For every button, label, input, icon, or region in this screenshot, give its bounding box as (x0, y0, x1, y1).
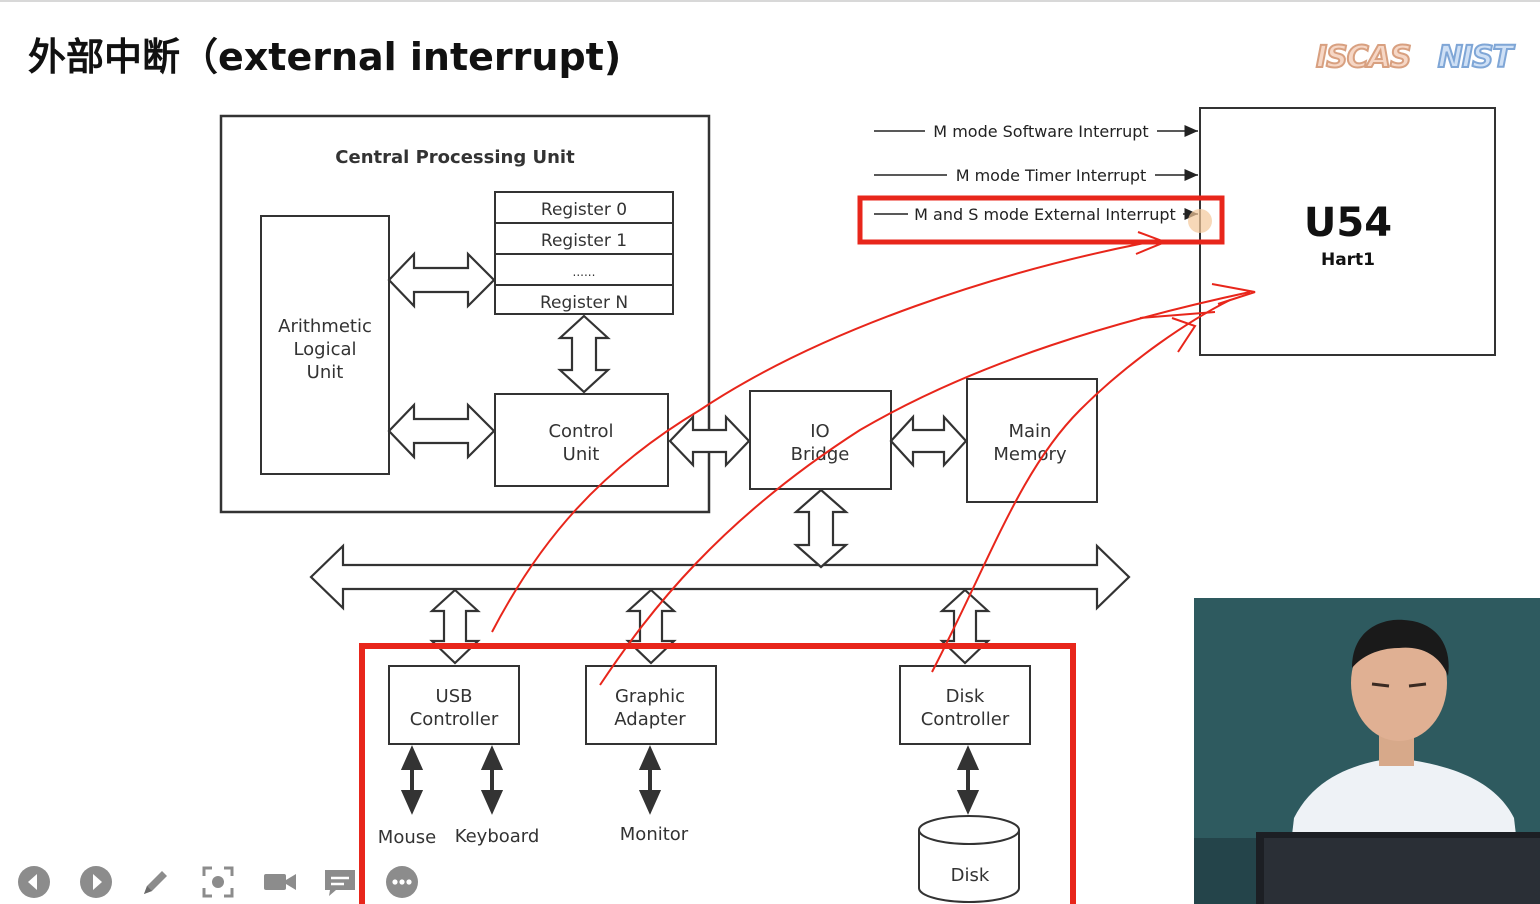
graphic-interrupt-stroke (599, 291, 1251, 686)
cpu-title: Central Processing Unit (335, 147, 575, 168)
register-n-label: Register N (540, 293, 628, 313)
presenter-video (1194, 598, 1540, 904)
slide-title: 外部中断（external interrupt) (28, 35, 622, 79)
alu-label-2: Logical (293, 339, 356, 360)
disk-cylinder (918, 815, 1020, 903)
alu-box (260, 215, 390, 475)
disk-controller-label-2: Controller (921, 709, 1010, 730)
pen-icon[interactable] (138, 864, 174, 900)
graphic-adapter-label-2: Adapter (614, 709, 686, 730)
main-memory-label-2: Memory (993, 444, 1067, 465)
keyboard-label: Keyboard (455, 826, 540, 847)
usb-controller-label-1: USB (436, 686, 473, 707)
main-memory-label-1: Main (1009, 421, 1052, 442)
more-icon[interactable] (384, 864, 420, 900)
usb-controller-label-2: Controller (410, 709, 499, 730)
alu-control-arrow (387, 402, 496, 460)
logo-area: ISCAS NIST (1315, 39, 1514, 76)
disk-interrupt-stroke (931, 299, 1231, 673)
bus-disk-arrow (939, 588, 991, 665)
iobridge-bus-arrow (793, 488, 849, 569)
usb-controller-box (388, 665, 520, 745)
u54-core-box (1199, 107, 1496, 356)
alu-label-3: Unit (307, 362, 344, 383)
control-iobridge-arrow (668, 414, 751, 468)
comment-icon[interactable] (322, 864, 358, 900)
top-border (0, 0, 1540, 2)
graphic-adapter-label-1: Graphic (615, 686, 685, 707)
control-unit-label-1: Control (548, 421, 613, 442)
graphic-adapter-box (585, 665, 717, 745)
register-control-arrow (557, 314, 611, 394)
disk-label: Disk (951, 865, 990, 886)
camera-icon[interactable] (262, 864, 298, 900)
bus-usb-arrow (429, 588, 481, 665)
system-bus-arrow (309, 543, 1131, 611)
register-ellipsis-label: ...... (573, 265, 596, 279)
core-name: U54 (1304, 200, 1392, 246)
external-interrupt-label: M and S mode External Interrupt (914, 205, 1176, 224)
io-bridge-label-1: IO (810, 421, 829, 442)
external-interrupt-highlight-box (857, 195, 1225, 245)
iscas-logo: ISCAS (1315, 39, 1413, 76)
iobridge-memory-arrow (889, 414, 968, 468)
cpu-box (219, 114, 711, 514)
previous-icon[interactable] (16, 864, 52, 900)
peripherals-highlight-box (359, 643, 1076, 904)
next-icon[interactable] (78, 864, 114, 900)
alu-label-1: Arithmetic (278, 316, 372, 337)
register-1-label: Register 1 (541, 231, 627, 251)
software-interrupt-label: M mode Software Interrupt (933, 122, 1148, 141)
register-0-label: Register 0 (541, 200, 627, 220)
disk-controller-box (899, 665, 1031, 745)
usb-interrupt-stroke (491, 239, 1161, 633)
bus-graphic-arrow (625, 588, 677, 665)
presenter-image (1194, 598, 1540, 904)
handwritten-annotations (359, 195, 1256, 904)
timer-interrupt-label: M mode Timer Interrupt (956, 166, 1147, 185)
cursor-highlight (1188, 209, 1212, 233)
control-unit-label-2: Unit (563, 444, 600, 465)
hart-label: Hart1 (1321, 250, 1375, 270)
nist-logo: NIST (1437, 39, 1514, 76)
alu-register-arrow (387, 251, 496, 309)
monitor-label: Monitor (620, 824, 689, 845)
disk-controller-label-1: Disk (946, 686, 985, 707)
io-bridge-label-2: Bridge (791, 444, 850, 465)
screenshot-icon[interactable] (200, 864, 236, 900)
mouse-label: Mouse (378, 827, 436, 848)
control-unit-box (494, 393, 669, 487)
